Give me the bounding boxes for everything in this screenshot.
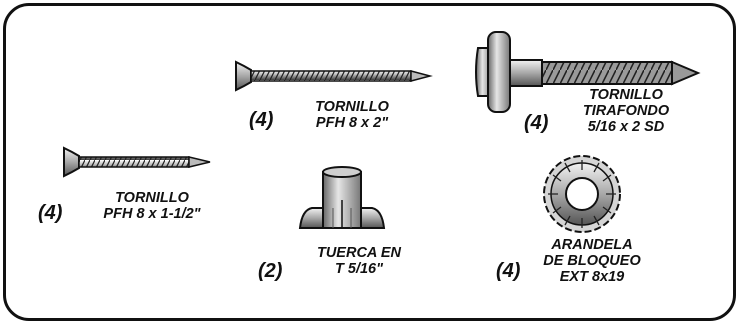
part-name-line: DE BLOQUEO xyxy=(543,253,641,269)
part-size-line: EXT 8x19 xyxy=(559,269,625,285)
quantity-label: (4) xyxy=(249,109,274,131)
lag-screw-icon xyxy=(475,31,701,113)
quantity-label: (4) xyxy=(524,112,549,134)
part-name-label: TORNILLO TIRAFONDO 5/16 x 2 SD xyxy=(566,87,686,135)
part-name-line: TORNILLO xyxy=(589,87,663,103)
part-size-line: PFH 8 x 1-1/2" xyxy=(103,206,201,222)
part-name-label: TORNILLO PFH 8 x 2" xyxy=(292,99,412,131)
part-size-line: 5/16 x 2 SD xyxy=(587,119,665,135)
part-name-line: TIRAFONDO xyxy=(582,103,670,119)
screw-pfh-2-icon xyxy=(235,60,433,92)
part-name-label: TUERCA EN T 5/16" xyxy=(304,245,414,277)
quantity-label: (2) xyxy=(258,260,283,282)
part-name-line: TORNILLO xyxy=(115,190,189,206)
parts-frame xyxy=(3,3,736,321)
part-size-line: T 5/16" xyxy=(335,261,383,277)
part-size-line: PFH 8 x 2" xyxy=(315,115,389,131)
part-name-label: ARANDELA DE BLOQUEO EXT 8x19 xyxy=(536,237,648,285)
part-name-line: TUERCA EN xyxy=(316,245,402,261)
quantity-label: (4) xyxy=(38,202,63,224)
part-name-label: TORNILLO PFH 8 x 1-1/2" xyxy=(84,190,220,222)
screw-pfh-1-5-icon xyxy=(63,146,211,178)
quantity-label: (4) xyxy=(496,260,521,282)
part-name-line: ARANDELA xyxy=(551,237,633,253)
t-nut-icon xyxy=(298,166,386,229)
part-name-line: TORNILLO xyxy=(315,99,389,115)
lock-washer-icon xyxy=(543,155,621,233)
